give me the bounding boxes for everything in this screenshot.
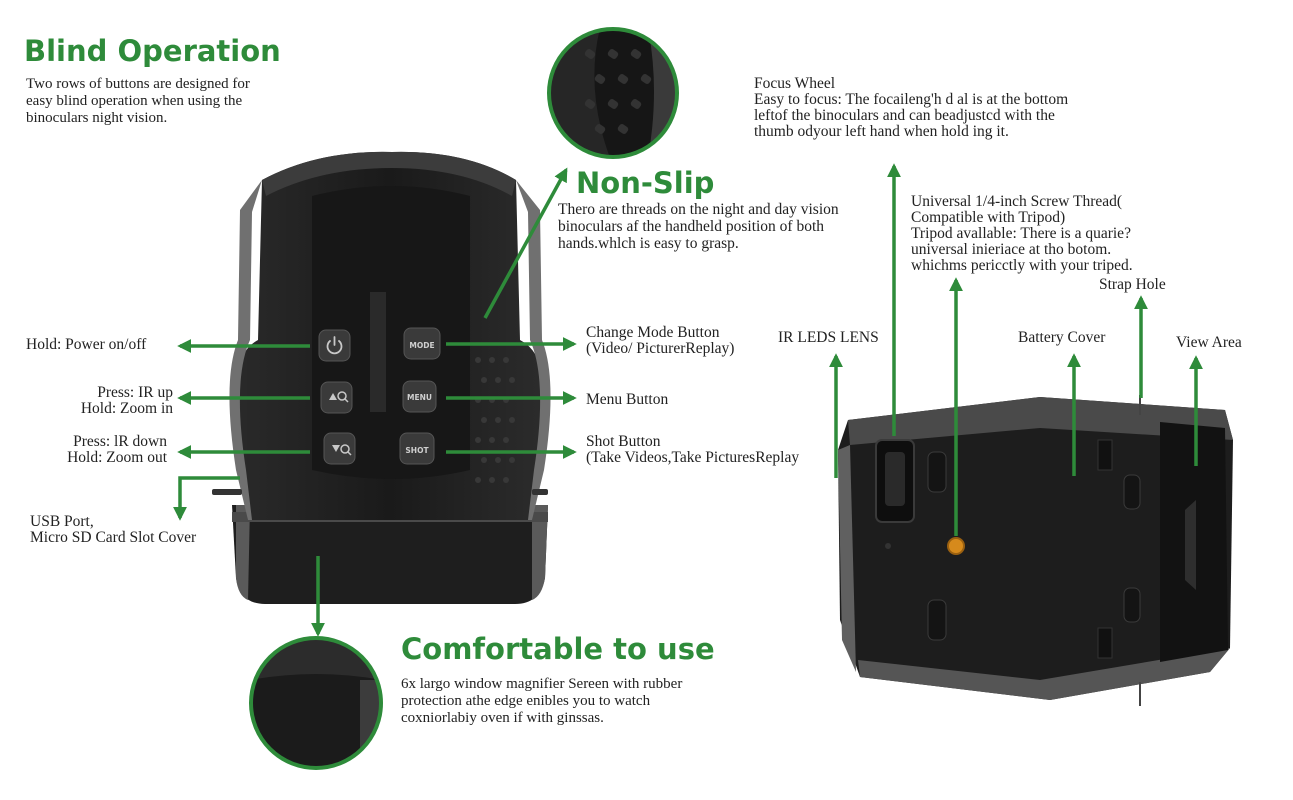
ir-up-zoom-in-icon — [329, 391, 349, 403]
binoculars-bottom-view — [838, 395, 1233, 706]
mode-button[interactable]: MODE — [403, 327, 441, 360]
shot-button-label: Shot Button (Take Videos,Take PicturesRe… — [586, 433, 800, 466]
comfortable-description: 6x largo window magnifier Sereen with ru… — [401, 676, 683, 726]
arrow-non-slip — [483, 167, 568, 319]
ir-down-zoom-out-icon — [332, 444, 352, 456]
non-slip-description: Thero are threads on the night and day v… — [558, 201, 839, 252]
ir-up-label: Press: IR up Hold: Zoom in — [80, 384, 173, 417]
view-area-label: View Area — [1176, 334, 1242, 351]
power-icon — [326, 336, 343, 355]
menu-button[interactable]: MENU — [402, 380, 437, 413]
ir-leds-label: IR LEDS LENS — [778, 329, 879, 346]
power-button[interactable] — [318, 329, 351, 362]
ir-down-label: Press: lR down Hold: Zoom out — [67, 433, 167, 466]
callout-arrows — [173, 163, 1203, 637]
ir-down-zoom-out-button[interactable] — [323, 432, 356, 465]
shot-button-text: SHOT — [405, 446, 429, 455]
ir-up-zoom-in-button[interactable] — [320, 381, 353, 414]
strap-hole-label: Strap Hole — [1099, 276, 1166, 293]
blind-operation-title: Blind Operation — [24, 34, 281, 68]
shot-button[interactable]: SHOT — [399, 432, 435, 465]
arrow-usb — [173, 476, 240, 521]
menu-button-label: Menu Button — [586, 391, 669, 408]
blind-operation-description: Two rows of buttons are designed for eas… — [26, 76, 250, 126]
mode-button-label: Change Mode Button (Video/ PicturerRepla… — [586, 324, 735, 357]
non-slip-title: Non-Slip — [576, 166, 715, 200]
battery-cover-label: Battery Cover — [1018, 329, 1106, 346]
mode-button-text: MODE — [409, 341, 434, 350]
non-slip-zoom-detail — [547, 27, 679, 159]
menu-button-text: MENU — [407, 393, 432, 402]
comfortable-title: Comfortable to use — [401, 632, 715, 666]
usb-port-label: USB Port, Micro SD Card Slot Cover — [30, 513, 197, 546]
power-label: Hold: Power on/off — [26, 336, 147, 353]
binoculars-back-view — [212, 151, 551, 604]
screw-thread-label: Universal 1/4-inch Screw Thread( Compati… — [911, 193, 1133, 274]
focus-wheel-label: Focus Wheel Easy to focus: The focaileng… — [754, 75, 1069, 140]
screen-zoom-detail — [249, 636, 383, 770]
